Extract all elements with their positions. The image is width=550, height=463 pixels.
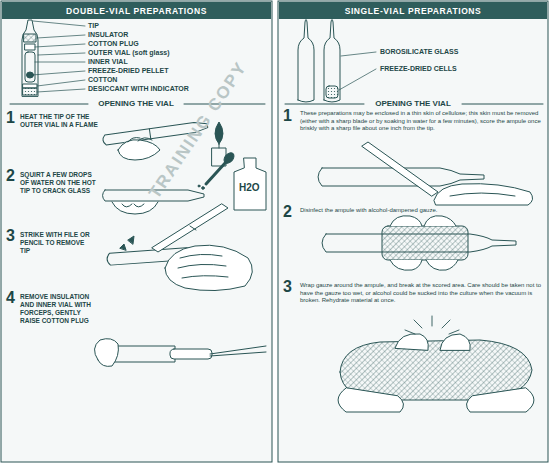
hand <box>434 184 533 205</box>
part-label: FREEZE-DRIED CELLS <box>380 65 457 74</box>
part-label: FREEZE-DRIED PELLET <box>88 67 169 76</box>
step-number: 2 <box>283 204 292 220</box>
inner-vial <box>25 52 35 82</box>
file <box>362 142 438 196</box>
step-text: Disinfect the ampule with alcohol-dampen… <box>300 207 543 215</box>
panel <box>1 1 272 462</box>
step-number: 4 <box>6 290 15 306</box>
hand <box>94 339 118 367</box>
thumb <box>395 334 428 350</box>
panel <box>278 1 548 462</box>
step-number: 2 <box>6 168 15 184</box>
step-text: SQUIRT A FEW DROPS OF WATER ON THE HOT T… <box>20 171 98 195</box>
step-text: Wrap gauze around the ampule, and break … <box>300 282 543 305</box>
dropper <box>206 162 226 184</box>
hand <box>112 202 158 214</box>
part-label: INSULATOR <box>88 31 128 40</box>
header-band: SINGLE-VIAL PREPARATIONS <box>279 2 547 19</box>
cotton-plug <box>25 44 35 50</box>
file <box>152 204 228 252</box>
ampule <box>324 20 340 103</box>
inner-vial <box>170 349 212 359</box>
hand <box>118 140 160 160</box>
desiccant <box>23 88 37 95</box>
fingers <box>128 138 152 143</box>
header-text: SINGLE-VIAL PREPARATIONS <box>345 6 482 16</box>
bottle-label: H2O <box>239 182 260 195</box>
header-band: DOUBLE-VIAL PREPARATIONS <box>2 2 271 19</box>
water-bottle <box>234 158 266 210</box>
cotton <box>23 84 37 88</box>
step-number: 1 <box>6 110 15 126</box>
hand <box>466 388 534 412</box>
part-label: INNER VIAL <box>88 58 128 67</box>
thumb <box>440 334 470 350</box>
part-label: COTTON <box>88 76 117 85</box>
step-number: 3 <box>283 279 292 295</box>
part-label: BOROSILICATE GLASS <box>380 48 458 57</box>
step-number: 1 <box>283 108 292 124</box>
hand <box>338 388 404 412</box>
part-label: OUTER VIAL (soft glass) <box>88 49 170 58</box>
step-text: HEAT THE TIP OF THE OUTER VIAL IN A FLAM… <box>20 113 98 129</box>
header-text: DOUBLE-VIAL PREPARATIONS <box>66 6 207 16</box>
step-text: REMOVE INSULATION AND INNER VIAL WITH FO… <box>20 293 98 326</box>
section-heading: OPENING THE VIAL <box>90 99 182 109</box>
gauze <box>382 226 468 260</box>
leader-lines <box>32 21 85 92</box>
part-label: COTTON PLUG <box>88 40 139 49</box>
section-heading: OPENING THE VIAL <box>367 99 459 109</box>
fingers <box>390 260 458 270</box>
part-label: DESICCANT WITH INDICATOR <box>88 85 189 94</box>
fingers <box>390 216 456 226</box>
break-rays <box>405 316 459 334</box>
part-label: TIP <box>88 22 99 31</box>
cells <box>326 86 338 98</box>
insulator <box>24 34 36 42</box>
step-text: These preparations may be enclosed in a … <box>300 110 543 133</box>
step-text: STRIKE WITH FILE OR PENCIL TO REMOVE TIP <box>20 231 92 255</box>
hand <box>165 245 252 290</box>
outer-vial <box>22 20 38 96</box>
step-number: 3 <box>6 228 15 244</box>
forceps <box>210 346 266 356</box>
flame <box>215 122 223 144</box>
ampule <box>298 20 314 103</box>
